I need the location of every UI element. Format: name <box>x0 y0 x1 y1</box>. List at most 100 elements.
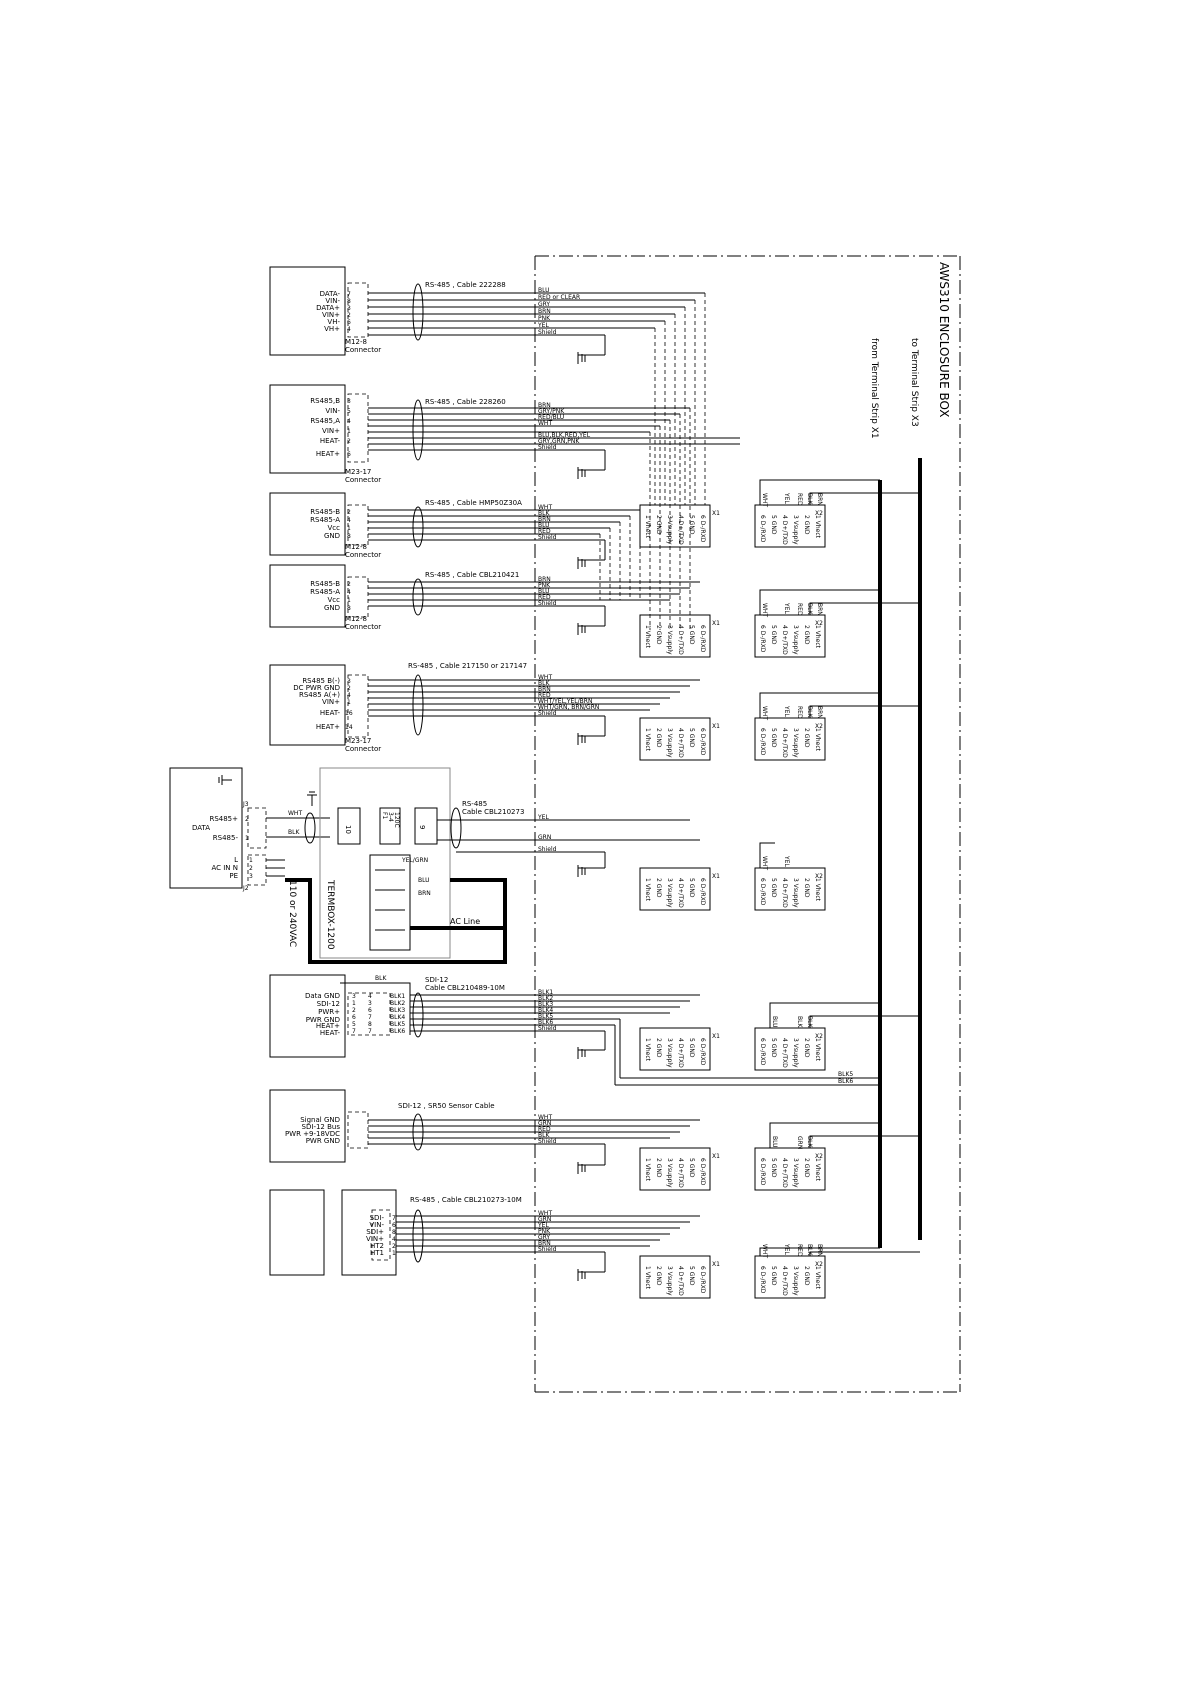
sensor-1-wire-color: Shield <box>538 329 557 336</box>
terminal-wire-color: WHT <box>761 493 768 507</box>
terminal-pin: 5 GND <box>688 1038 695 1058</box>
sensor-2-wire-color: WHT <box>538 420 552 427</box>
last-sensor-pin-label: SDI+ <box>366 1228 384 1236</box>
ground-icon <box>577 865 586 877</box>
terminal-pin: 2 GND <box>655 878 662 898</box>
sensor-1-pin-label: VH- <box>327 318 340 326</box>
sensor-2-pin-number: 3 <box>347 398 351 405</box>
sensor-1-pin-label: DATA- <box>320 290 341 298</box>
sr50-wire-color: GRN <box>538 1120 551 1127</box>
sensor-3-pin-label: RS485-B <box>310 508 340 516</box>
enclosure-boundary <box>534 255 961 1393</box>
sensor-1-connector-label: M12-8 <box>345 338 367 346</box>
terminal-x1 <box>639 867 711 911</box>
terminal-x1-label: X1 <box>712 1261 720 1268</box>
terminal-pin: 6 D-/RXD <box>699 1266 706 1294</box>
terminal-pin: 6 D-/RXD <box>699 878 706 906</box>
sr50-wire-color: RED <box>538 1126 551 1133</box>
sensor-3-pin-label: Vcc <box>328 524 341 532</box>
sensor-4-pin-label: GND <box>324 604 340 612</box>
terminal-pin: 1 Vhect <box>814 1266 821 1290</box>
sensor-1-pin-number: 8 <box>347 298 351 305</box>
sdi12-cable-title: SDI-12 <box>425 976 448 984</box>
terminal-pin: 3 Vsupply <box>792 728 799 758</box>
sr50-wires <box>368 1119 700 1166</box>
terminal-x1 <box>639 1255 711 1299</box>
fuse-label: 3-4 <box>387 812 394 822</box>
termbox-wire-color: GRN <box>538 834 551 841</box>
sdi12-wire-tag: BLK4 <box>390 1014 405 1021</box>
termbox-section: J3 J2 RS485+ RS485- DATA 2 1 L AC IN N P… <box>169 767 700 964</box>
sensor-3-pin-number: 2 <box>347 509 351 516</box>
ground-icon <box>307 791 317 806</box>
terminal-block-row-3: X1 X2 1 Vhect 2 GND 3 Vsupply 4 D+/TXD 5… <box>639 692 920 761</box>
sr50-wire-color: WHT <box>538 1114 552 1121</box>
data-logger-unit <box>169 767 243 889</box>
terminal-pin: 2 GND <box>655 728 662 748</box>
terminal-pin: 4 D+/TXD <box>677 1266 684 1296</box>
sensor-3-wire-color: WHT <box>538 504 552 511</box>
sensor-1-pin-label: VIN- <box>325 297 340 305</box>
pin-number: 7 <box>368 1028 372 1035</box>
terminal-x2 <box>754 1147 826 1191</box>
sdi12-cable-name: Cable CBL210489-10M <box>425 984 505 992</box>
sensor-3-wire-color: BLK <box>538 510 550 517</box>
pin-number: 2 <box>245 816 249 823</box>
sensor-3-wire-color: RED <box>538 528 551 535</box>
terminal-pin: 1 Vhect <box>644 1038 651 1062</box>
termbox-wire-color: YEL <box>537 814 549 821</box>
terminal-wire-color: WHT <box>761 706 768 720</box>
last-sensor-wire-color: PNK <box>538 1228 551 1235</box>
terminal-wire-color: BLK <box>806 1244 813 1256</box>
terminal-pin: 3 Vsupply <box>792 625 799 655</box>
sr50-sensor: Signal GND SDI-12 Bus PWR +9-18VDC PWR G… <box>269 1089 700 1174</box>
sensor-3-box <box>269 492 346 556</box>
relay-block <box>369 854 411 951</box>
pin-number: 4 <box>368 993 372 1000</box>
sensor-3-cable-label: RS-485 , Cable HMP50Z30A <box>425 499 522 507</box>
sensor-2-pin-number: 4 <box>347 418 351 425</box>
sensor-5-pin-label: RS485 A(+) <box>299 691 340 699</box>
sdi12-pin-label: HEAT- <box>320 1029 341 1037</box>
terminal-pin: 6 D-/RXD <box>699 728 706 756</box>
terminal-pin: 5 GND <box>688 1266 695 1286</box>
terminal-pin: 1 Vhect <box>644 878 651 902</box>
sdi12-wire-color: BLK6 <box>538 1019 553 1026</box>
terminal-block-row-4: X1 X2 1 Vhect 2 GND 3 Vsupply 4 D+/TXD 5… <box>639 842 826 911</box>
sensor-3-connector <box>347 504 369 546</box>
terminal-pin: 6 D-/RXD <box>759 1158 766 1186</box>
terminal-pin: 3 Vsupply <box>792 1158 799 1188</box>
sensor-3-pin-number: 1 <box>347 525 351 532</box>
terminal-pin: 1 Vhect <box>814 1158 821 1182</box>
sdi12-wire-color: BLK3 <box>538 1001 553 1008</box>
pin-number: 3 <box>352 993 356 1000</box>
last-sensor: SDI- VIN- SDI+ VIN+ HT2 HT1 7 6 8 4 2 1 … <box>269 1189 700 1281</box>
sensor-2-wires <box>368 407 740 471</box>
jack-label: J2 <box>242 885 249 892</box>
sdi12-sensor: Data GND SDI-12 PWR+ PWR GND HEAT+ HEAT-… <box>269 974 880 1086</box>
terminal-x2 <box>754 614 826 658</box>
rs485-minus-label: RS485- <box>213 834 239 842</box>
terminal-label: 9 <box>418 825 426 829</box>
ac-label: L <box>234 856 238 864</box>
terminal-block-row-7: X1 X2 1 Vhect 2 GND 3 Vsupply 4 D+/TXD 5… <box>639 1243 920 1299</box>
ground-icon <box>577 557 586 569</box>
pin-number: 7 <box>352 1028 356 1035</box>
to-terminal-strip-x3: to Terminal Strip X3 <box>909 338 919 427</box>
sensor-5-wire-color: WHT/GRN, BRN/GRN <box>538 704 599 711</box>
last-sensor-pin-label: VIN- <box>369 1221 384 1229</box>
terminal-pin: 4 D+/TXD <box>677 728 684 758</box>
sensor-5-wire-color: BRN <box>538 686 551 693</box>
fuse <box>379 807 401 845</box>
ac-label: AC IN N <box>211 864 238 872</box>
sensor-2-pin-number: 5 <box>347 408 351 415</box>
sensor-5-pin-number: 3 <box>347 678 351 685</box>
sdi12-wire-color: BLK2 <box>538 995 553 1002</box>
sensor-1-wire-color: YEL <box>537 322 549 329</box>
ac-line-label: AC Line <box>450 917 480 926</box>
terminal-pin: 4 D+/TXD <box>677 1038 684 1068</box>
sensor-4-connector-label: M12-8 <box>345 615 367 623</box>
sensor-1-connector-label: Connector <box>345 346 381 354</box>
terminal-wire-color: YEL <box>783 602 790 614</box>
sensor-1-wire-color: GRY <box>538 301 550 308</box>
